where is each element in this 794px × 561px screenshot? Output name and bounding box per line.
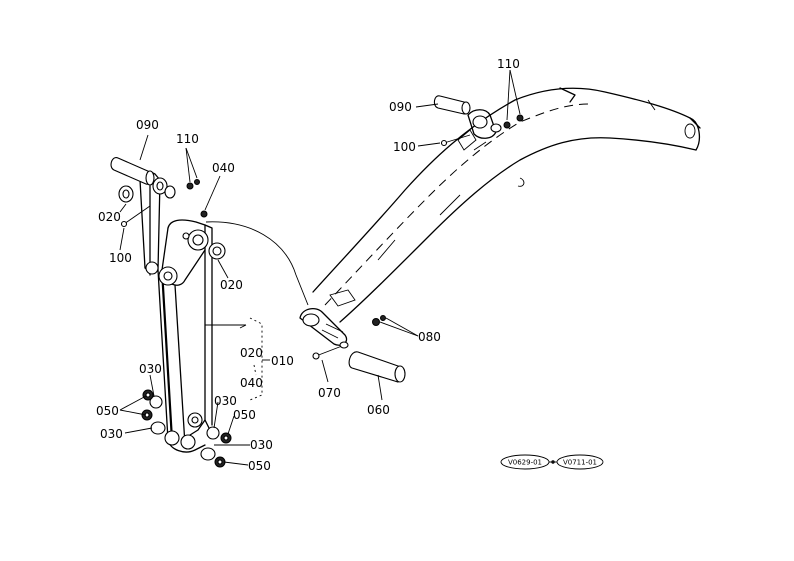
bolt-070 bbox=[315, 345, 343, 357]
label-040-top: 040 bbox=[212, 161, 235, 175]
nipple-080-b bbox=[380, 315, 386, 321]
label-100-left: 100 bbox=[109, 251, 132, 265]
washer-070 bbox=[339, 341, 349, 349]
label-110-left: 110 bbox=[176, 132, 199, 146]
label-050-right-b: 050 bbox=[248, 459, 271, 473]
bolt-head-100-right bbox=[440, 139, 448, 147]
bolt-100-right bbox=[443, 134, 471, 144]
label-040-bracket: 040 bbox=[240, 376, 263, 390]
nipple-110-right-a bbox=[503, 121, 511, 129]
bolt-head-070 bbox=[312, 352, 320, 360]
label-030-left-a: 030 bbox=[139, 362, 162, 376]
label-020-bracket: 020 bbox=[240, 346, 263, 360]
label-090-left: 090 bbox=[136, 118, 159, 132]
nipple-110-left-b bbox=[194, 179, 200, 185]
label-050-left: 050 bbox=[96, 404, 119, 418]
connection-curve bbox=[205, 221, 309, 306]
bolt-100-left bbox=[123, 205, 151, 225]
bush-030-left-a bbox=[149, 395, 163, 409]
boom-pin-060 bbox=[348, 351, 406, 383]
nipple-080-a bbox=[372, 318, 380, 326]
ref-code-2: V0711-01 bbox=[563, 459, 597, 467]
reference-codes: V0629-01 V0711-01 bbox=[500, 454, 604, 470]
nipple-110-left-a bbox=[186, 182, 194, 190]
leader-lines bbox=[119, 69, 521, 466]
pin-090-right bbox=[433, 95, 471, 115]
label-100-right: 100 bbox=[393, 140, 416, 154]
boom-arm bbox=[299, 87, 701, 346]
bush-030-right-b bbox=[200, 447, 216, 461]
label-050-right-a: 050 bbox=[233, 408, 256, 422]
label-070: 070 bbox=[318, 386, 341, 400]
label-020-top-left: 020 bbox=[98, 210, 121, 224]
label-030-right-a: 030 bbox=[214, 394, 237, 408]
nipple-110-right-b bbox=[516, 114, 524, 122]
ref-oval-2 bbox=[556, 454, 604, 470]
label-010: 010 bbox=[271, 354, 294, 368]
label-060: 060 bbox=[367, 403, 390, 417]
label-090-right: 090 bbox=[389, 100, 412, 114]
label-080: 080 bbox=[418, 330, 441, 344]
link-arm bbox=[139, 171, 213, 453]
nipple-040-top bbox=[200, 210, 208, 218]
assembly-bracket-010 bbox=[205, 317, 270, 401]
bush-020-top-left bbox=[118, 185, 134, 203]
label-110-right: 110 bbox=[497, 57, 520, 71]
label-020-mid: 020 bbox=[220, 278, 243, 292]
pin-090-left bbox=[110, 156, 155, 186]
bush-020-mid bbox=[208, 242, 226, 260]
bolt-head-100-left bbox=[120, 220, 128, 228]
label-030-left-b: 030 bbox=[100, 427, 123, 441]
bush-030-right-a bbox=[206, 426, 220, 440]
label-030-right-b: 030 bbox=[250, 438, 273, 452]
bush-030-left-b bbox=[150, 421, 166, 435]
ref-code-1: V0629-01 bbox=[508, 459, 542, 467]
